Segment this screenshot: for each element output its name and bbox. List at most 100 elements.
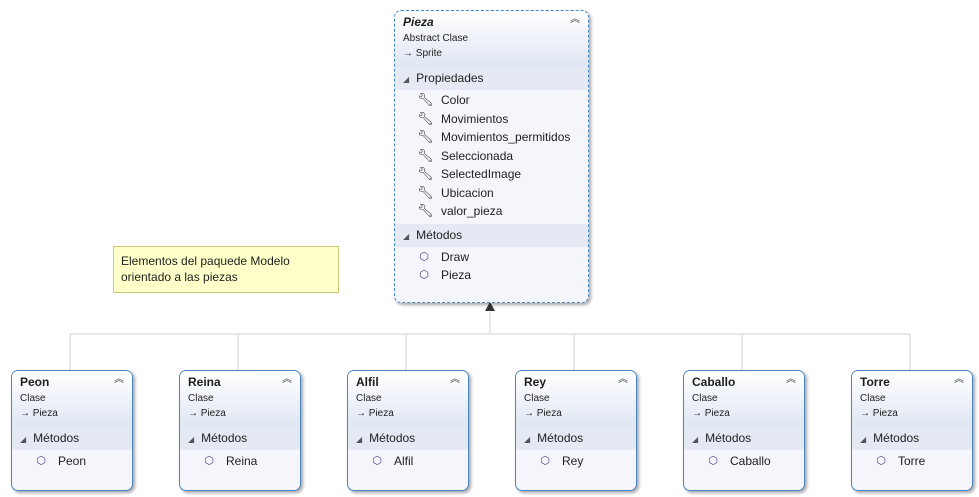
method-item[interactable]: ⬡ Caballo bbox=[684, 450, 804, 471]
methods-section-header[interactable]: ◢Métodos bbox=[516, 427, 636, 450]
method-item[interactable]: ⬡Alfil bbox=[348, 450, 468, 471]
base-class: → Pieza bbox=[20, 406, 124, 421]
property-item[interactable]: 🔧︎Movimientos bbox=[395, 110, 588, 129]
class-torre[interactable]: Torre Clase → Pieza ︽ ◢Métodos ⬡ Torre bbox=[851, 370, 973, 491]
property-name: Color bbox=[441, 93, 470, 107]
cube-icon: ⬡ bbox=[36, 455, 46, 467]
double-chevron-up-icon[interactable]: ︽ bbox=[618, 374, 628, 385]
method-item[interactable]: ⬡ Torre bbox=[852, 450, 972, 471]
cube-icon: ⬡ bbox=[876, 455, 886, 467]
section-label: Propiedades bbox=[416, 71, 484, 85]
property-name: valor_pieza bbox=[441, 204, 503, 218]
method-name: Peon bbox=[58, 454, 87, 468]
property-name: Seleccionada bbox=[441, 148, 514, 163]
class-reina[interactable]: Reina Clase → Pieza ︽ ◢Métodos ⬡ Reina bbox=[179, 370, 301, 491]
double-chevron-up-icon[interactable]: ︽ bbox=[450, 374, 460, 385]
class-header: Reina Clase → Pieza ︽ bbox=[180, 371, 300, 427]
method-name: Caballo bbox=[730, 454, 771, 468]
comment-note[interactable]: Elementos del paquede Modelo orientado a… bbox=[113, 246, 339, 293]
property-name: Movimientos bbox=[441, 111, 509, 126]
arrow-right-icon: → bbox=[860, 408, 870, 419]
base-class-name: Pieza bbox=[368, 408, 394, 419]
note-line: Elementos del paquede Modelo bbox=[121, 254, 290, 268]
class-stereotype: Clase bbox=[356, 393, 382, 404]
triangle-down-icon[interactable]: ◢ bbox=[403, 231, 410, 241]
method-item[interactable]: ⬡Rey bbox=[516, 450, 636, 471]
class-name: Pieza bbox=[403, 15, 434, 29]
class-header: Torre Clase → Pieza ︽ bbox=[852, 371, 972, 427]
triangle-down-icon[interactable]: ◢ bbox=[524, 435, 531, 444]
method-name: Alfil bbox=[394, 454, 414, 468]
wrench-icon: 🔧︎ bbox=[417, 184, 434, 200]
double-chevron-up-icon[interactable]: ︽ bbox=[954, 374, 964, 385]
cube-icon: ⬡ bbox=[708, 455, 718, 467]
wrench-icon: 🔧︎ bbox=[417, 203, 434, 218]
wrench-icon: 🔧︎ bbox=[417, 92, 434, 107]
methods-section-header[interactable]: ◢Métodos bbox=[180, 427, 300, 450]
triangle-down-icon[interactable]: ◢ bbox=[20, 435, 27, 444]
method-item[interactable]: ⬡ Peon bbox=[12, 450, 132, 471]
double-chevron-up-icon[interactable]: ︽ bbox=[114, 374, 124, 385]
cube-icon: ⬡ bbox=[540, 455, 550, 467]
class-stereotype: Clase bbox=[188, 393, 214, 404]
class-alfil[interactable]: Alfil Clase → Pieza ︽ ◢ Métodos ⬡Alfil bbox=[347, 370, 469, 491]
class-rey[interactable]: Rey Clase → Pieza ︽ ◢Métodos ⬡Rey bbox=[515, 370, 637, 491]
base-class: → Pieza bbox=[188, 406, 292, 421]
inheritance-arrowhead bbox=[485, 302, 495, 311]
class-name: Reina bbox=[188, 375, 221, 389]
class-peon[interactable]: Peon Clase → Pieza ︽ ◢ Métodos ⬡ Peon bbox=[11, 370, 133, 491]
double-chevron-up-icon[interactable]: ︽ bbox=[786, 374, 796, 385]
double-chevron-up-icon[interactable]: ︽ bbox=[570, 14, 580, 25]
base-class: → Pieza bbox=[692, 406, 796, 421]
wrench-icon: 🔧︎ bbox=[417, 166, 434, 181]
class-header: Peon Clase → Pieza ︽ bbox=[12, 371, 132, 427]
method-item[interactable]: ⬡ Pieza bbox=[395, 266, 588, 285]
property-item[interactable]: 🔧︎SelectedImage bbox=[395, 165, 588, 184]
base-class-name: Pieza bbox=[704, 408, 730, 419]
method-item[interactable]: ⬡Draw bbox=[395, 248, 588, 267]
method-name: Torre bbox=[898, 454, 926, 468]
class-caballo[interactable]: Caballo Clase → Pieza ︽ ◢Métodos ⬡Caball… bbox=[683, 370, 805, 491]
cube-icon: ⬡ bbox=[204, 455, 214, 467]
triangle-down-icon[interactable]: ◢ bbox=[403, 75, 410, 84]
base-class: → Pieza bbox=[860, 406, 964, 421]
method-name: Reina bbox=[226, 454, 258, 468]
methods-section-header[interactable]: ◢ Métodos bbox=[12, 427, 132, 450]
section-label: Métodos bbox=[416, 227, 463, 242]
property-item[interactable]: 🔧︎ valor_pieza bbox=[395, 202, 588, 221]
triangle-down-icon[interactable]: ◢ bbox=[860, 435, 867, 444]
cube-icon: ⬡ bbox=[419, 269, 429, 281]
arrow-right-icon: → bbox=[188, 408, 198, 419]
triangle-down-icon[interactable]: ◢ bbox=[188, 435, 195, 444]
double-chevron-up-icon[interactable]: ︽ bbox=[282, 374, 292, 385]
methods-section-header[interactable]: ◢ Métodos bbox=[348, 427, 468, 450]
methods-section-header[interactable]: ◢Métodos bbox=[852, 427, 972, 450]
property-item[interactable]: 🔧︎Ubicacion bbox=[395, 184, 588, 203]
properties-section-header[interactable]: ◢ Propiedades bbox=[395, 67, 588, 90]
class-name: Peon bbox=[20, 375, 50, 389]
section-label: Métodos bbox=[369, 431, 416, 445]
property-item[interactable]: 🔧︎Movimientos_permitidos bbox=[395, 128, 588, 147]
class-pieza[interactable]: Pieza Abstract Clase → Sprite ︽ ◢Propied… bbox=[394, 10, 589, 303]
section-label: Métodos bbox=[33, 431, 80, 445]
arrow-right-icon: → bbox=[20, 408, 30, 419]
wrench-icon: 🔧︎ bbox=[417, 147, 434, 163]
methods-section-header[interactable]: ◢ Métodos bbox=[395, 223, 588, 247]
methods-section-header[interactable]: ◢Métodos bbox=[684, 427, 804, 450]
base-class: → Sprite bbox=[403, 46, 580, 61]
base-class-name: Pieza bbox=[872, 408, 898, 419]
method-item[interactable]: ⬡ Reina bbox=[180, 450, 300, 471]
arrow-right-icon: → bbox=[356, 408, 366, 419]
triangle-down-icon[interactable]: ◢ bbox=[692, 435, 699, 444]
class-name: Torre bbox=[860, 375, 890, 389]
method-name: Pieza bbox=[441, 268, 472, 282]
base-class-name: Pieza bbox=[32, 408, 58, 419]
class-name: Rey bbox=[524, 375, 547, 389]
triangle-down-icon[interactable]: ◢ bbox=[356, 435, 363, 444]
base-class: → Pieza bbox=[356, 406, 460, 421]
property-item[interactable]: 🔧︎ Color bbox=[395, 91, 588, 110]
arrow-right-icon: → bbox=[524, 408, 534, 419]
class-header: Rey Clase → Pieza ︽ bbox=[516, 371, 636, 427]
property-item[interactable]: 🔧︎ Seleccionada bbox=[395, 147, 588, 166]
arrow-right-icon: → bbox=[403, 48, 413, 59]
